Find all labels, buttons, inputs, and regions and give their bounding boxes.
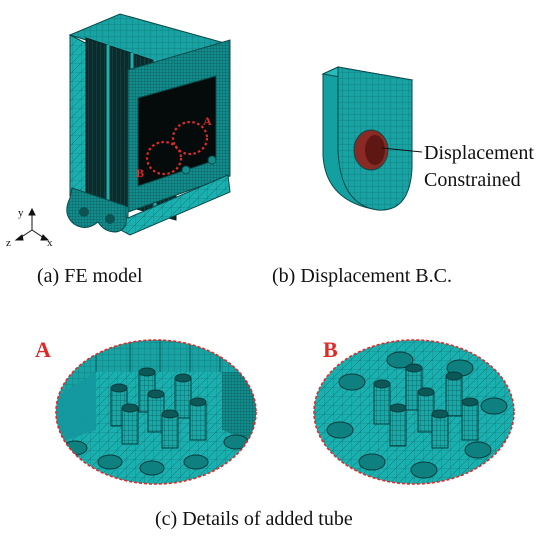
model-stud [181, 165, 191, 175]
axis-label-z: z [6, 237, 11, 249]
axis-label-x: x [47, 237, 53, 249]
callout-leader [381, 147, 423, 153]
callout-line-1: Displacement [424, 142, 534, 164]
tube-group-b [373, 363, 479, 449]
axis-triad [14, 207, 50, 241]
panel-a-fe-model: A B y z x (a) FE model [6, 13, 231, 287]
detail-a-border [55, 339, 257, 485]
caption-b: (b) Displacement B.C. [272, 265, 452, 287]
panel-b-displacement-bc: Displacement Constrained (b) Displacemen… [272, 66, 534, 287]
model-lug-hole [79, 207, 89, 217]
axis-label-y: y [18, 207, 24, 219]
tag-b-large: B [323, 337, 338, 362]
callout-line-2: Constrained [424, 169, 521, 191]
caption-c: (c) Details of added tube [155, 508, 353, 530]
model-stud [207, 155, 217, 165]
highlight-circle-b [145, 140, 183, 176]
tube-group-a [110, 367, 207, 449]
panel-c-detail-b: B [313, 337, 515, 485]
tag-a-large: A [35, 337, 51, 362]
model-lug-hole [105, 214, 115, 224]
tag-b-small: B [136, 166, 144, 180]
highlight-circle-a [171, 120, 209, 156]
panel-c-detail-a: A [35, 337, 257, 485]
constrained-hole-inner [365, 135, 385, 165]
caption-a: (a) FE model [37, 265, 143, 287]
detail-b-border [313, 339, 515, 485]
tag-a-small: A [203, 114, 212, 128]
